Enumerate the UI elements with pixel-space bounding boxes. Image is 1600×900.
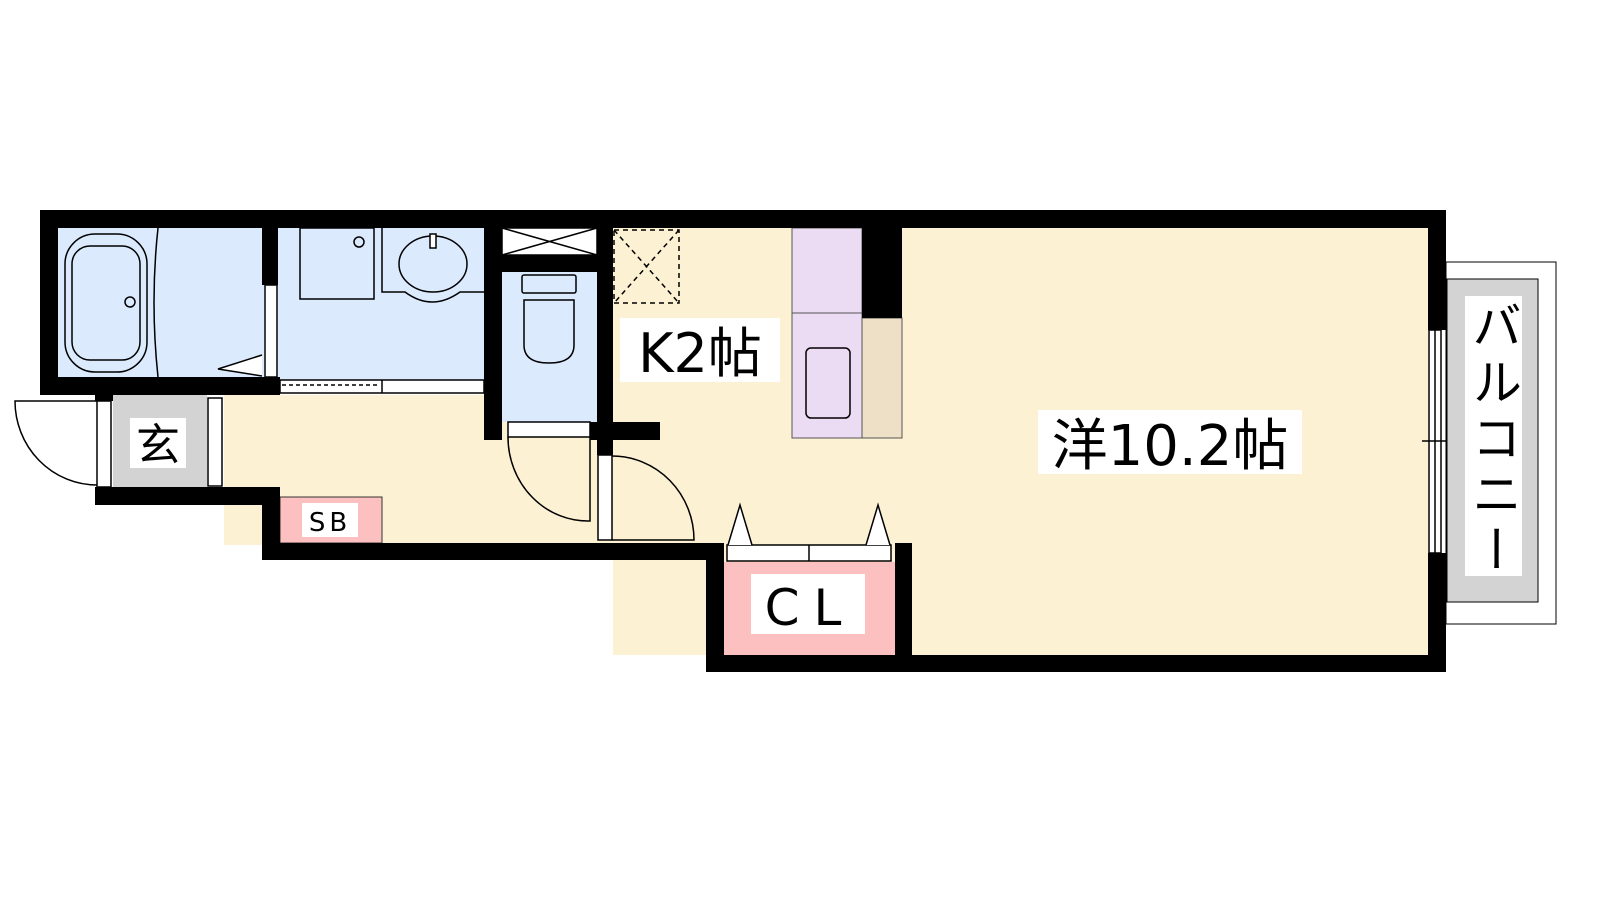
washroom-floor [278,228,484,380]
entrance-jamb-right [207,397,223,487]
closet-door-arrow-left [727,502,753,546]
room-door-jamb [597,454,613,541]
western-room-label: 洋10.2帖 [1052,414,1289,479]
counter-side [861,317,903,439]
entrance-label: 玄 [136,420,180,471]
room-door-swing [611,455,695,541]
toilet-bowl [523,299,575,364]
bath-divider [153,227,159,378]
toilet-floor [502,272,597,422]
bathtub-outer [64,233,148,373]
kitchen-counter [791,312,863,439]
entrance-jamb-left [96,400,112,488]
entrance-door-swing [14,400,98,486]
bathtub-drain [124,296,136,308]
kitchen-hatch [613,229,680,304]
kitchen-hatch-cross [613,229,680,304]
toilet-tank [521,274,577,294]
closet-door-arrow-right [865,502,891,546]
toilet-door-swing [507,436,591,522]
washer-drain [353,236,365,248]
ps-box-cross [501,227,598,256]
refrigerator-space [791,227,863,314]
bath-floor [58,228,264,377]
kitchen-label: K2帖 [638,322,762,385]
balcony-label: バルコニー [1464,300,1522,580]
closet-label: CL [765,579,856,637]
kitchen-sink [805,347,851,419]
door-arrow-icon [217,354,263,377]
labels: K2帖 洋10.2帖 玄 SB CL バルコニー [130,296,1522,637]
bath-door-jamb [264,284,278,378]
walls [40,210,1446,672]
toilet-door [507,421,591,438]
faucet [429,233,437,249]
washbasin-counter [381,228,484,303]
bathtub-inner [71,245,141,361]
shoe-box-label: SB [309,508,351,538]
